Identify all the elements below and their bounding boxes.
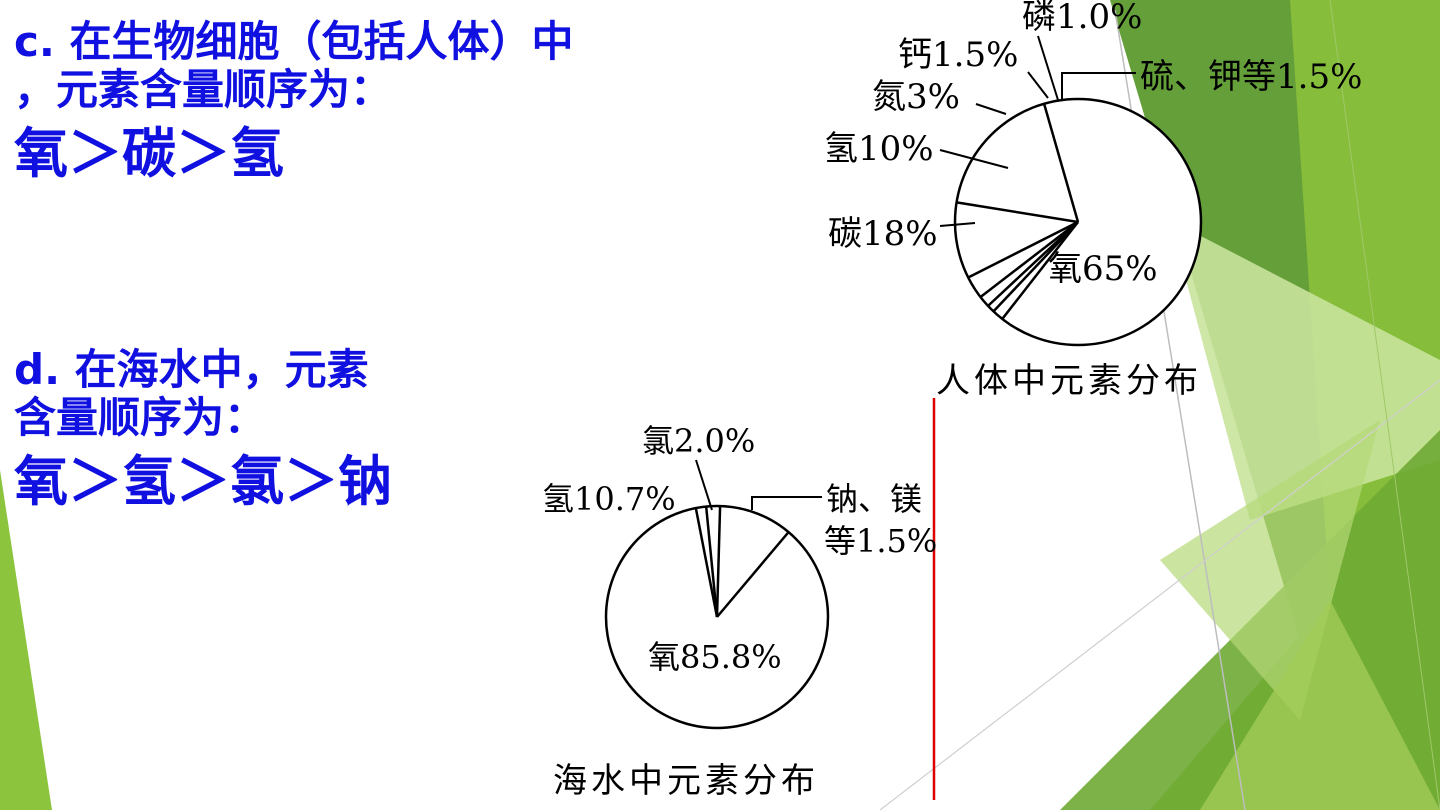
sea-pie-slice-氢 bbox=[716, 531, 790, 618]
human-pie-slice-钙 bbox=[979, 221, 1079, 299]
human-pie-slice-磷 bbox=[987, 221, 1079, 307]
point-d-order: 氧＞氢＞氯＞钠 bbox=[14, 449, 392, 513]
bg-shape-bottom-pale bbox=[1200, 600, 1440, 810]
human-label-s-k: 硫、钾等1.5% bbox=[1140, 57, 1362, 97]
human-chart-title: 人体中元素分布 bbox=[936, 361, 1202, 401]
leader-line bbox=[1061, 72, 1136, 101]
bg-shape-left-bar bbox=[0, 470, 52, 810]
point-c-line1: c. 在生物细胞（包括人体）中 bbox=[14, 17, 574, 66]
human-pie-slice-硫、钾等 bbox=[992, 221, 1079, 313]
point-d-text: d. 在海水中，元素 含量顺序为： 氧＞氢＞氯＞钠 bbox=[14, 345, 392, 513]
bg-shape-bottom-light bbox=[1160, 420, 1380, 720]
sea-pie-slice-氯 bbox=[715, 506, 722, 618]
leader-line bbox=[751, 496, 822, 510]
leader-line bbox=[939, 222, 976, 227]
sea-label-na-mg-1: 钠、镁 bbox=[826, 480, 922, 518]
human-label-n: 氮3% bbox=[872, 77, 960, 117]
leader-line bbox=[695, 459, 713, 511]
point-c-order: 氧＞碳＞氢 bbox=[14, 121, 284, 185]
human-label-o: 氧65% bbox=[1048, 249, 1158, 289]
sea-pie-slice-钠、镁等 bbox=[704, 506, 719, 618]
leader-line bbox=[939, 149, 1009, 169]
leader-line bbox=[975, 103, 1007, 115]
sea-label-h: 氢10.7% bbox=[542, 480, 676, 518]
human-label-p: 磷1.0% bbox=[1022, 0, 1142, 37]
human-label-ca: 钙1.5% bbox=[898, 35, 1018, 75]
point-d-line2: 含量顺序为： bbox=[14, 393, 267, 443]
human-pie-slice-氮 bbox=[967, 220, 1079, 279]
leader-line bbox=[1027, 71, 1049, 99]
leader-line bbox=[1037, 35, 1059, 101]
human-pie-slice-氢 bbox=[956, 201, 1079, 224]
sea-label-cl: 氯2.0% bbox=[642, 422, 755, 460]
sea-chart-title: 海水中元素分布 bbox=[553, 761, 819, 801]
human-label-h: 氢10% bbox=[824, 129, 934, 169]
human-pie-slice-氧 bbox=[1001, 221, 1079, 320]
sea-label-na-mg-2: 等1.5% bbox=[824, 522, 937, 560]
point-d-line1: d. 在海水中，元素 bbox=[14, 345, 369, 394]
point-c-line2: ，元素含量顺序为： bbox=[14, 65, 393, 115]
human-pie-slice-碳 bbox=[1042, 103, 1080, 223]
sea-pie-slice-氧 bbox=[694, 507, 719, 618]
human-body-pie-chart: 氧65% 碳18% 氢10% 氮3% 钙1.5% 磷1.0% 硫、钾等1.5% … bbox=[824, 0, 1362, 401]
bg-thin-line bbox=[1329, 0, 1440, 810]
point-c-text: c. 在生物细胞（包括人体）中 ，元素含量顺序为： 氧＞碳＞氢 bbox=[14, 17, 574, 185]
seawater-pie-chart: 氧85.8% 氢10.7% 氯2.0% 钠、镁 等1.5% 海水中元素分布 bbox=[542, 422, 937, 801]
sea-label-o: 氧85.8% bbox=[648, 638, 782, 676]
bg-thin-line bbox=[879, 379, 1440, 810]
human-label-c: 碳18% bbox=[828, 214, 938, 254]
